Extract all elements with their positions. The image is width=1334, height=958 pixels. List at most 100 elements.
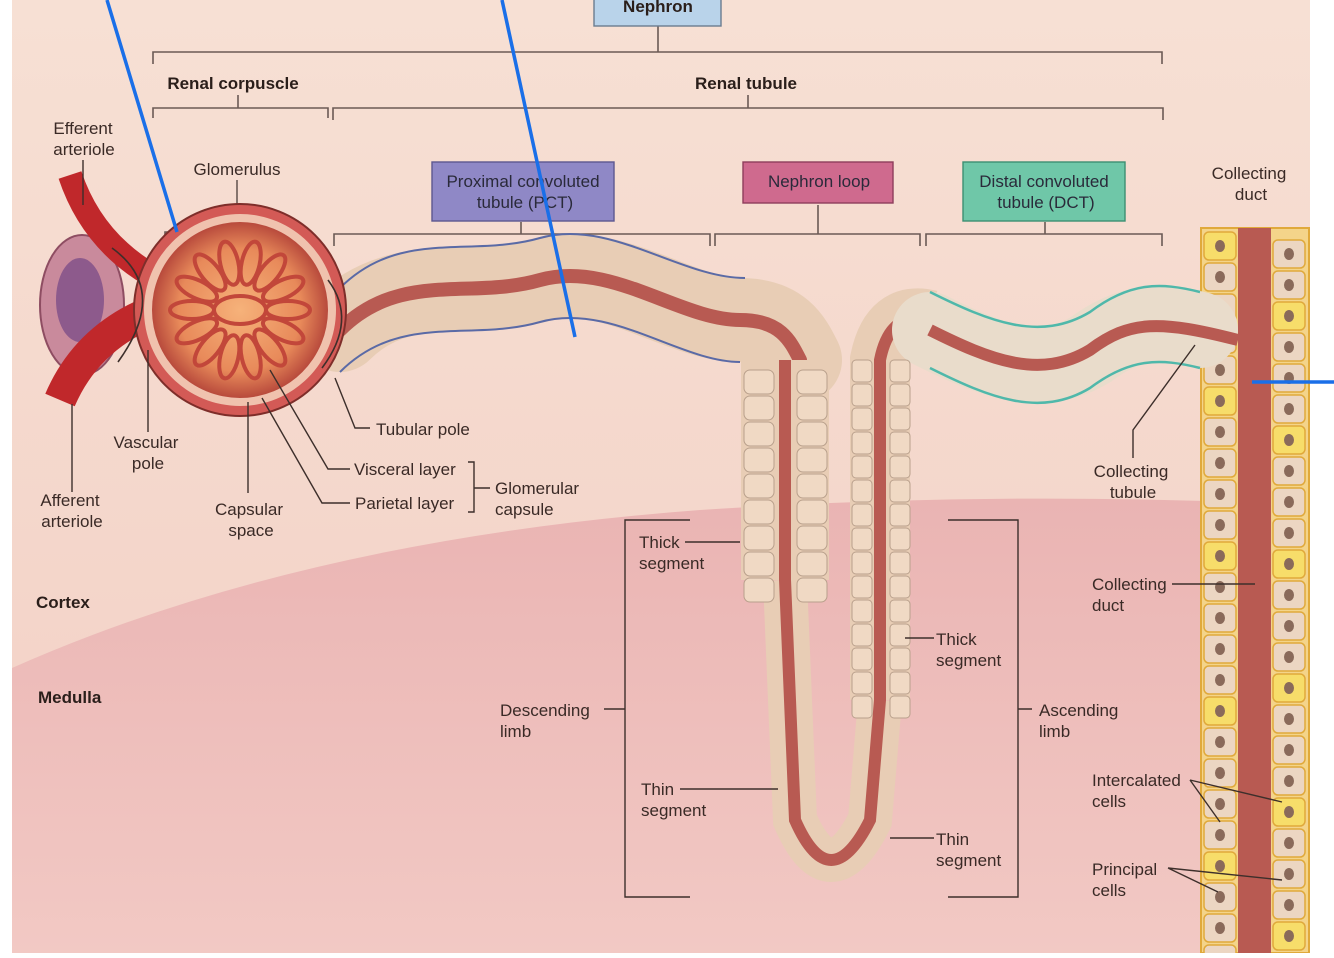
cell-nucleus — [1215, 922, 1225, 934]
loop-cell — [889, 407, 911, 431]
loop-cell — [743, 499, 775, 525]
loop-cell — [743, 525, 775, 551]
tubule-cells — [743, 359, 911, 719]
collecting-duct-top-label-2: duct — [1235, 185, 1267, 204]
collecting-duct-top-label-1: Collecting — [1212, 164, 1287, 183]
loop-cell — [889, 647, 911, 671]
renal-corpuscle-label: Renal corpuscle — [167, 74, 298, 93]
loop-cell — [889, 383, 911, 407]
cell-nucleus — [1215, 240, 1225, 252]
capillary-loop — [260, 274, 306, 304]
capillary-loop — [238, 239, 263, 287]
cell-nucleus — [1215, 426, 1225, 438]
capillary-loop — [192, 252, 228, 293]
glomerular-capsule-brace — [468, 461, 490, 513]
cell-nucleus — [1284, 589, 1294, 601]
renal-corpuscle-illustration — [39, 171, 347, 417]
loop-cell — [889, 359, 911, 383]
capillary-loop — [252, 252, 288, 293]
loop-cell — [796, 577, 828, 603]
loop-cell — [889, 455, 911, 479]
capillary-loop — [217, 239, 242, 287]
thin-segment-desc-label-2: segment — [641, 801, 706, 820]
cell-nucleus — [1284, 682, 1294, 694]
glomerulus-label: Glomerulus — [194, 160, 281, 179]
parietal-leader — [261, 397, 350, 504]
loop-cell — [889, 695, 911, 719]
cell-nucleus — [1215, 271, 1225, 283]
loop-box: Nephron loop — [742, 161, 894, 204]
loop-cell — [743, 395, 775, 421]
cell-nucleus — [1215, 364, 1225, 376]
dct-outline-lower — [929, 360, 1201, 405]
thick-segment-asc-label-1: Thick — [936, 630, 977, 649]
bracket-lines — [152, 26, 1164, 246]
cell-nucleus — [1215, 488, 1225, 500]
cell-nucleus — [1215, 798, 1225, 810]
cell-nucleus — [1284, 899, 1294, 911]
capillary-loop — [238, 333, 263, 381]
cell-nucleus — [1284, 496, 1294, 508]
annotation-line-pct — [500, 0, 577, 338]
parietal-layer-label: Parietal layer — [355, 494, 455, 513]
loop-cell — [889, 671, 911, 695]
glomerular-capsule-label-1: Glomerular — [495, 479, 579, 498]
loop-cell — [743, 473, 775, 499]
loop-cell — [796, 551, 828, 577]
cell-nucleus — [1284, 713, 1294, 725]
tubular-pole-label: Tubular pole — [376, 420, 470, 439]
thin-segment-asc-label-2: segment — [936, 851, 1001, 870]
thin-segment-asc-label-1: Thin — [936, 830, 969, 849]
loop-cell — [796, 473, 828, 499]
pct-bracket — [333, 222, 711, 246]
medulla-region — [12, 498, 1310, 953]
loop-cell — [889, 623, 911, 647]
loop-cell — [743, 447, 775, 473]
loop-cell — [743, 577, 775, 603]
glomerulus-loops — [168, 239, 312, 381]
visceral-leader — [269, 369, 350, 470]
thick-segment-desc-label-1: Thick — [639, 533, 680, 552]
capsular-space-label-2: space — [228, 521, 273, 540]
cell-nucleus — [1215, 519, 1225, 531]
descending-limb-brace — [604, 519, 690, 898]
nephron-bracket — [152, 26, 1163, 64]
collecting-duct-cells-right — [1272, 239, 1306, 958]
cell-nucleus — [1215, 550, 1225, 562]
ascending-limb-label-2: limb — [1039, 722, 1070, 741]
cell-nucleus — [1215, 643, 1225, 655]
vascular-pole-label-1: Vascular — [114, 433, 179, 452]
labels: Efferent arteriole Glomerulus Collecting… — [36, 119, 1286, 900]
cell-nucleus — [1284, 744, 1294, 756]
loop-cell — [796, 499, 828, 525]
loop-cell — [851, 551, 873, 575]
cell-nucleus — [1284, 868, 1294, 880]
cell-nucleus — [1284, 620, 1294, 632]
afferent-arteriole-label-1: Afferent — [40, 491, 100, 510]
loop-cell — [889, 479, 911, 503]
loop-cell — [743, 421, 775, 447]
loop-cell — [851, 623, 873, 647]
loop-cell — [743, 369, 775, 395]
renal-corpuscle-bracket — [152, 95, 329, 118]
loop-cell — [796, 421, 828, 447]
dct-box-line2: tubule (DCT) — [997, 193, 1094, 212]
collecting-tubule-label-1: Collecting — [1094, 462, 1169, 481]
annotation-lines — [105, 0, 1334, 384]
intercalated-cells-label-1: Intercalated — [1092, 771, 1181, 790]
cell-nucleus — [1284, 310, 1294, 322]
tubular-pole-arc — [321, 279, 343, 369]
collecting-duct-mid-label-2: duct — [1092, 596, 1124, 615]
thick-segment-desc-label-2: segment — [639, 554, 704, 573]
ascending-limb-brace — [948, 519, 1032, 898]
macula-densa — [56, 258, 104, 342]
pct-lumen — [333, 268, 807, 367]
renal-tubule-label: Renal tubule — [695, 74, 797, 93]
cell-nucleus — [1215, 674, 1225, 686]
renal-tubule-illustration — [298, 232, 1240, 882]
dct-box-line1: Distal convoluted — [979, 172, 1108, 191]
nephron-label: Nephron — [623, 0, 693, 16]
loop-cell — [851, 479, 873, 503]
cell-nucleus — [1215, 395, 1225, 407]
ascending-limb-label-1: Ascending — [1039, 701, 1118, 720]
